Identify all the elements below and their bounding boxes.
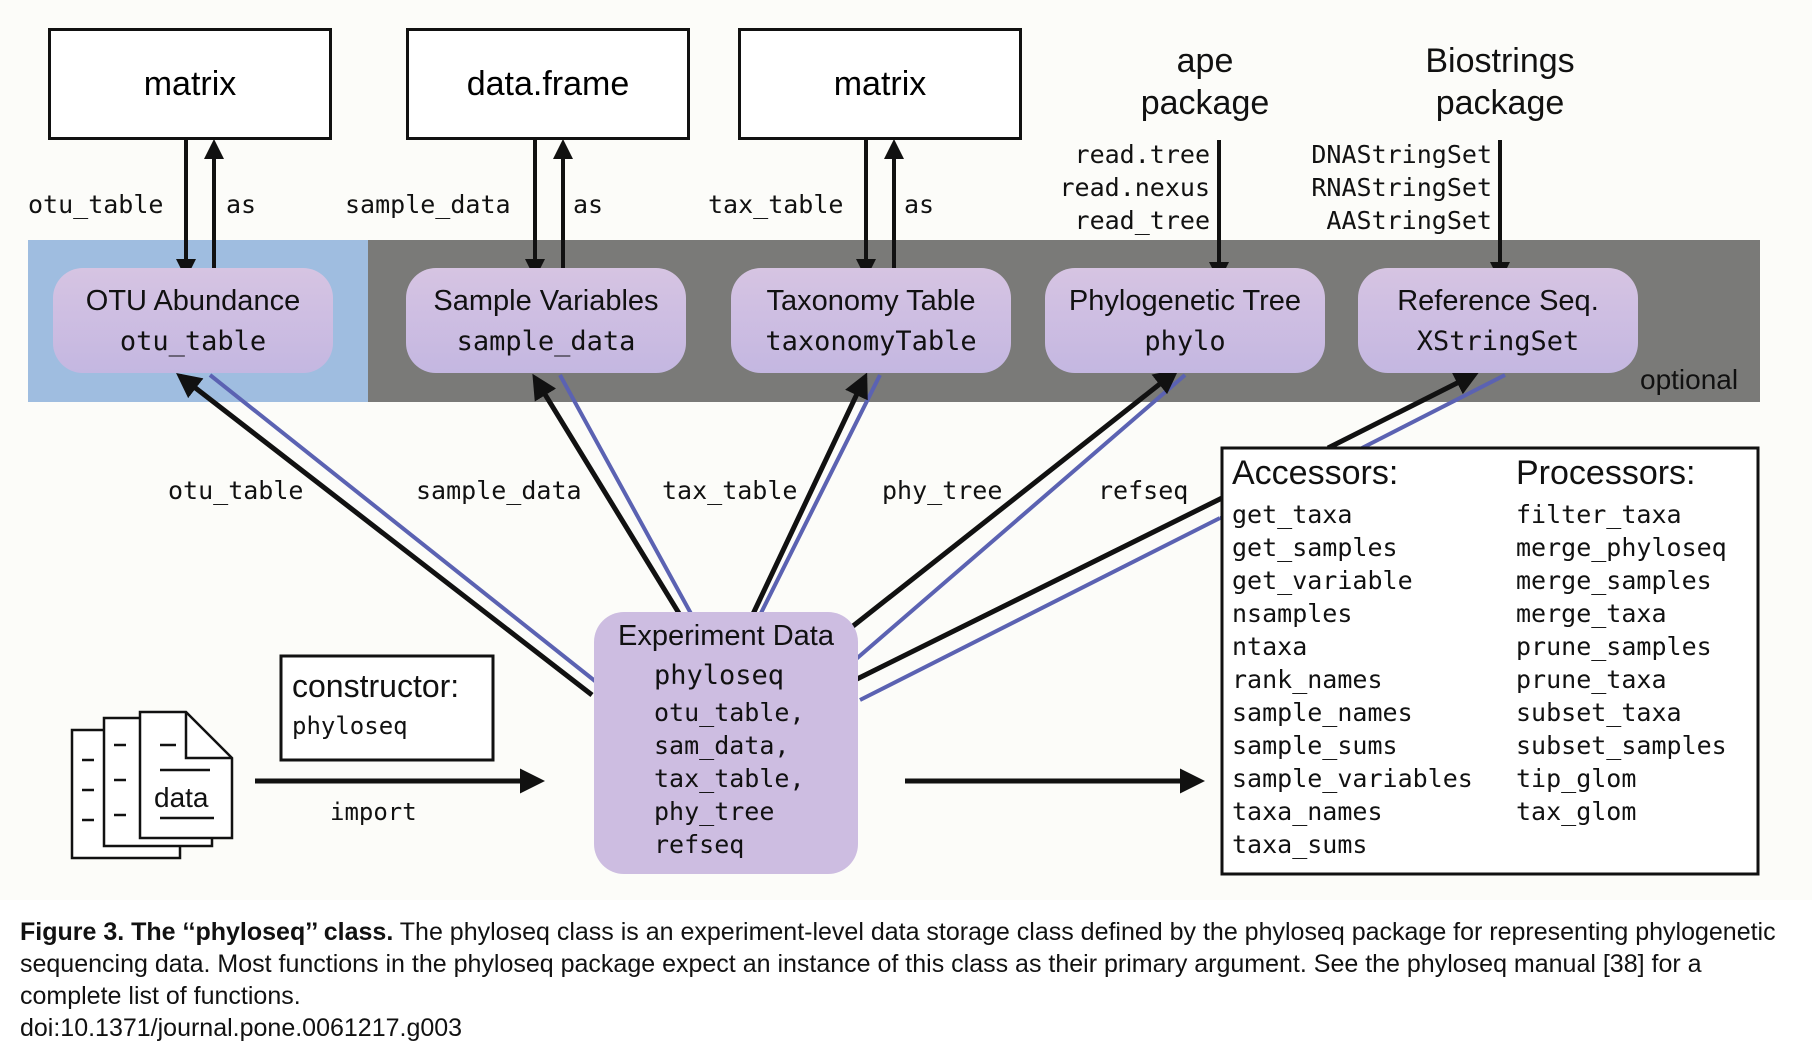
accessors-list: get_taxa get_samples get_variable nsampl… bbox=[1232, 498, 1473, 861]
processor-item: subset_taxa bbox=[1516, 698, 1682, 727]
sample-slot-arrow bbox=[532, 373, 691, 630]
experiment-slot: refseq bbox=[654, 830, 745, 859]
tax-slot-arrow bbox=[750, 372, 868, 616]
tree-slot-arrow bbox=[846, 368, 1179, 632]
component-class: XStringSet bbox=[1416, 325, 1580, 357]
accessor-item: taxa_names bbox=[1232, 797, 1383, 826]
otu-slot-arrow bbox=[176, 372, 594, 697]
component-class: sample_data bbox=[456, 325, 636, 357]
slot-label-tree: phy_tree bbox=[882, 476, 1003, 505]
component-title: Phylogenetic Tree bbox=[1068, 284, 1302, 317]
component-sample-variables: Sample Variables sample_data bbox=[406, 268, 686, 373]
accessor-item: get_samples bbox=[1232, 533, 1398, 562]
slot-label-otu: otu_table bbox=[168, 476, 304, 505]
data-files-icon bbox=[70, 710, 234, 860]
component-title: Sample Variables bbox=[433, 284, 659, 317]
to-sample-label: sample_data bbox=[345, 190, 511, 219]
experiment-slot: otu_table, bbox=[654, 698, 805, 727]
accessor-item: get_taxa bbox=[1232, 500, 1353, 529]
slot-label-sample: sample_data bbox=[416, 476, 582, 505]
processor-item: tip_glom bbox=[1516, 764, 1637, 793]
rna-stringset-label: RNAStringSet bbox=[1311, 173, 1492, 202]
biostrings-label-1: Biostrings bbox=[1425, 42, 1575, 80]
biostrings-label-2: package bbox=[1435, 84, 1565, 122]
accessor-item: sample_names bbox=[1232, 698, 1413, 727]
processor-item: tax_glom bbox=[1516, 797, 1637, 826]
processor-item: merge_taxa bbox=[1516, 599, 1667, 628]
component-phylogenetic-tree: Phylogenetic Tree phylo bbox=[1045, 268, 1325, 373]
component-title: Taxonomy Table bbox=[766, 284, 976, 317]
aa-stringset-label: AAStringSet bbox=[1326, 206, 1492, 235]
caption-doi: doi:10.1371/journal.pone.0061217.g003 bbox=[20, 1014, 463, 1042]
experiment-data-box bbox=[594, 612, 858, 874]
component-class: taxonomyTable bbox=[765, 325, 977, 357]
refseq-slot-arrow bbox=[1326, 371, 1480, 451]
experiment-slot: sam_data, bbox=[654, 731, 790, 760]
accessor-item: sample_variables bbox=[1232, 764, 1473, 793]
caption-text: The phyloseq class is an experiment-leve… bbox=[20, 918, 1776, 1010]
component-reference-seq: Reference Seq. XStringSet bbox=[1358, 268, 1638, 373]
read-tree-underscore-label: read_tree bbox=[1074, 206, 1210, 235]
figure-caption: Figure 3. The ‘‘phyloseq’’ class. The ph… bbox=[20, 916, 1800, 1044]
phyloseq-class-diagram: matrix data.frame matrix ape package Bio… bbox=[28, 28, 1760, 876]
processor-item: prune_samples bbox=[1516, 632, 1712, 661]
source-matrix-otu: matrix bbox=[48, 28, 332, 140]
accessor-item: sample_sums bbox=[1232, 731, 1398, 760]
accessor-item: taxa_sums bbox=[1232, 830, 1368, 859]
processors-title: Processors: bbox=[1516, 454, 1696, 492]
slot-label-tax: tax_table bbox=[662, 476, 798, 505]
read-nexus-label: read.nexus bbox=[1059, 173, 1210, 202]
import-label: import bbox=[330, 798, 417, 826]
ape-label-1: ape bbox=[1176, 42, 1234, 80]
experiment-slot: tax_table, bbox=[654, 764, 805, 793]
component-title: Reference Seq. bbox=[1397, 284, 1599, 317]
accessor-item: nsamples bbox=[1232, 599, 1353, 628]
source-data-frame: data.frame bbox=[406, 28, 690, 140]
accessor-item: ntaxa bbox=[1232, 632, 1308, 661]
accessor-item: get_variable bbox=[1232, 566, 1413, 595]
experiment-title: Experiment Data bbox=[618, 620, 834, 652]
constructor-box bbox=[279, 654, 495, 762]
from-sample-label: as bbox=[573, 190, 604, 219]
methods-box bbox=[1220, 446, 1760, 876]
accessors-title: Accessors: bbox=[1232, 454, 1399, 492]
processor-item: merge_samples bbox=[1516, 566, 1712, 595]
caption-title: Figure 3. The ‘‘phyloseq’’ class. bbox=[20, 918, 394, 946]
processor-item: merge_phyloseq bbox=[1516, 533, 1727, 562]
component-class: phylo bbox=[1144, 325, 1226, 357]
experiment-class: phyloseq bbox=[654, 660, 785, 691]
from-otu-label: as bbox=[226, 190, 257, 219]
processor-item: filter_taxa bbox=[1516, 500, 1682, 529]
read-tree-label: read.tree bbox=[1074, 140, 1210, 169]
component-taxonomy-table: Taxonomy Table taxonomyTable bbox=[731, 268, 1011, 373]
accessor-item: rank_names bbox=[1232, 665, 1383, 694]
processor-item: subset_samples bbox=[1516, 731, 1727, 760]
component-class: otu_table bbox=[119, 325, 267, 357]
constructor-fn: phyloseq bbox=[292, 712, 408, 740]
experiment-slot-list: otu_table, sam_data, tax_table, phy_tree… bbox=[654, 696, 805, 861]
component-title: OTU Abundance bbox=[85, 284, 301, 317]
optional-label: optional bbox=[1640, 364, 1739, 395]
slot-label-refseq: refseq bbox=[1098, 476, 1189, 505]
to-otu-label: otu_table bbox=[28, 190, 164, 219]
constructor-title: constructor: bbox=[292, 668, 460, 704]
source-matrix-tax: matrix bbox=[738, 28, 1022, 140]
ape-label-2: package bbox=[1140, 84, 1270, 122]
from-tax-label: as bbox=[904, 190, 935, 219]
data-icon-label: data bbox=[154, 782, 209, 814]
to-tax-label: tax_table bbox=[708, 190, 844, 219]
processors-list: filter_taxa merge_phyloseq merge_samples… bbox=[1516, 498, 1727, 828]
component-otu-abundance: OTU Abundance otu_table bbox=[53, 268, 333, 373]
experiment-slot: phy_tree bbox=[654, 797, 775, 826]
dna-stringset-label: DNAStringSet bbox=[1311, 140, 1492, 169]
processor-item: prune_taxa bbox=[1516, 665, 1667, 694]
